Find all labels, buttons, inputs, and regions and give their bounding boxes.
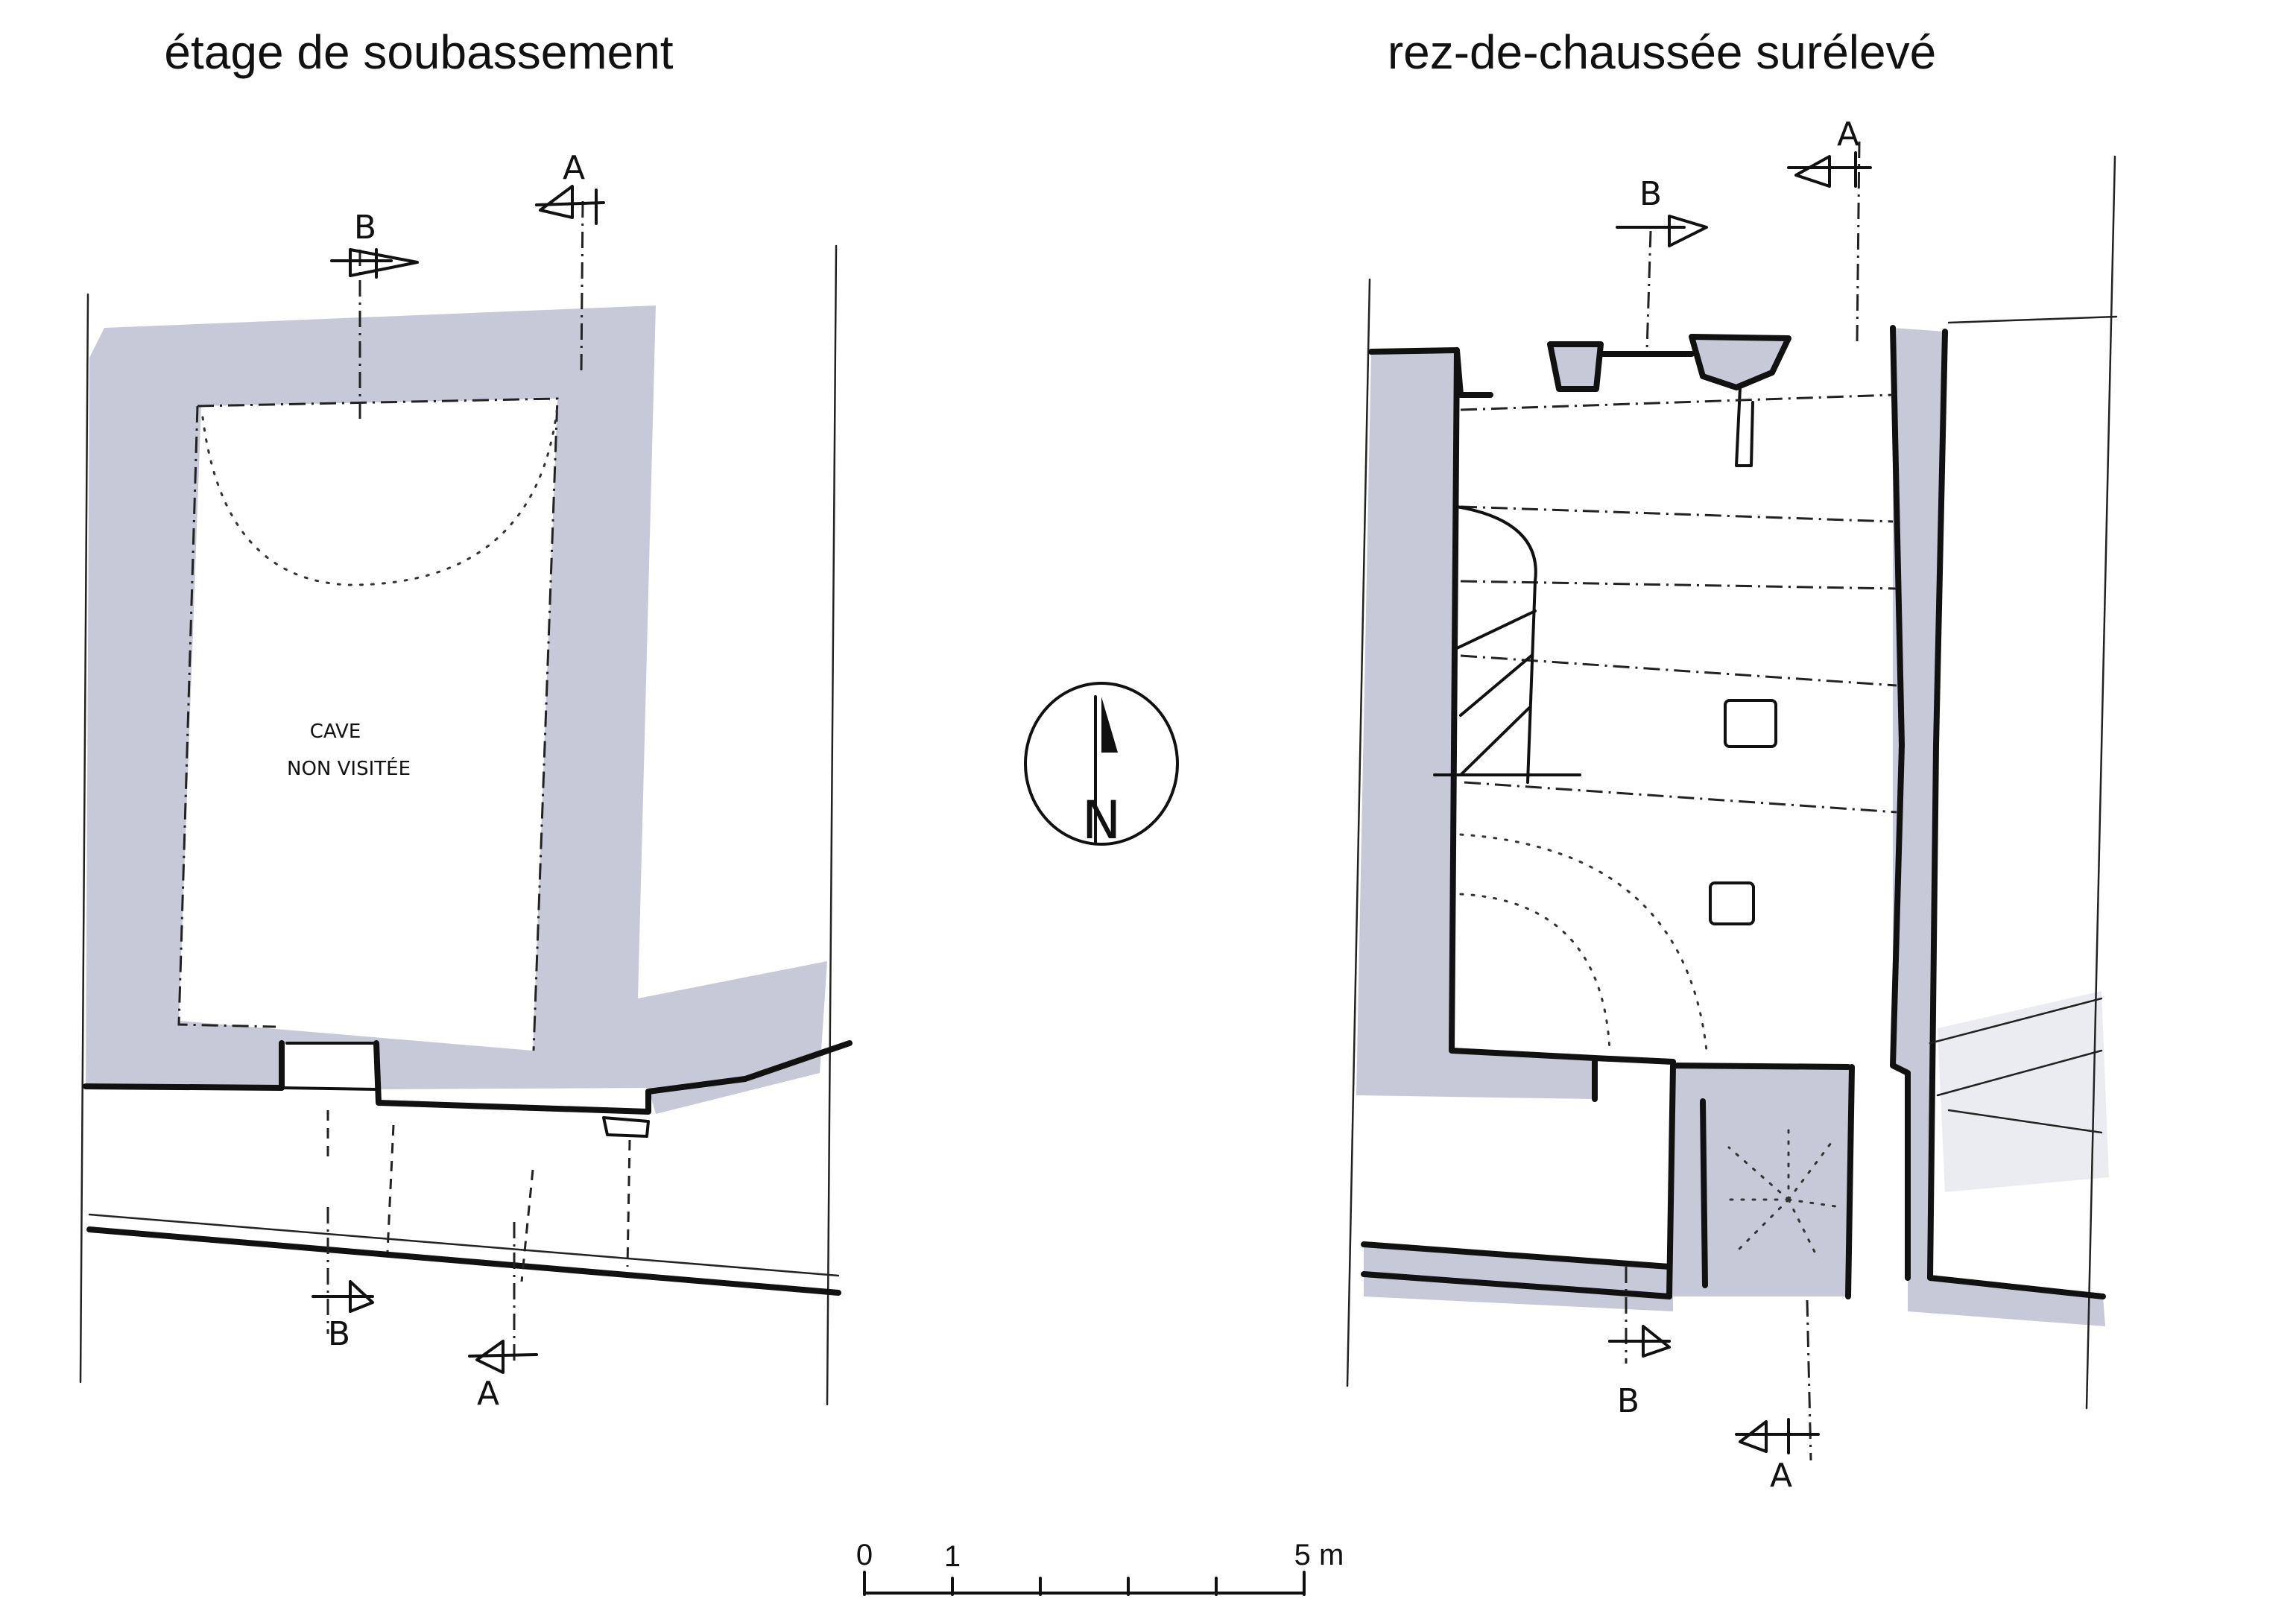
basement-street-edge bbox=[86, 1226, 841, 1296]
basement-wing-wall bbox=[645, 1040, 853, 1095]
gf-section-marker-a-bottom bbox=[1735, 1418, 1820, 1454]
section-label-b-top: B bbox=[354, 209, 376, 247]
plot-boundary-left-2 bbox=[1346, 278, 1371, 1387]
north-arrow-head bbox=[1101, 697, 1118, 753]
ground-floor-north-wall bbox=[1454, 334, 1791, 398]
ground-floor-stair-tower-outline bbox=[1592, 1055, 1855, 1299]
plot-boundary-right bbox=[826, 244, 838, 1406]
ground-floor-inner-east bbox=[1890, 325, 1911, 1281]
gf-section-marker-b-bottom bbox=[1608, 1325, 1671, 1358]
gf-section-label-b-top: B bbox=[1639, 175, 1662, 213]
ground-floor-pillar-1 bbox=[1724, 699, 1777, 748]
annex-outline bbox=[1929, 997, 2103, 1134]
ground-floor-plan: B A B A bbox=[1346, 115, 2118, 1495]
section-label-a-bottom: A bbox=[477, 1375, 499, 1413]
ground-floor-vault-arcs bbox=[1459, 833, 1708, 1052]
tower-spiral-stair bbox=[1720, 1124, 1842, 1261]
ground-floor-chimney bbox=[1735, 386, 1754, 467]
section-axis-a-top bbox=[580, 200, 584, 373]
north-arrow-label: N bbox=[1082, 790, 1121, 851]
ground-floor-pillar-2 bbox=[1709, 881, 1755, 925]
gf-section-label-b-bottom: B bbox=[1617, 1382, 1639, 1420]
plan-title-basement: étage de soubassement bbox=[164, 25, 674, 79]
ground-floor-south-front bbox=[1361, 1241, 1672, 1299]
basement-step bbox=[602, 1116, 650, 1138]
room-label-not-visited: NON VISITÉE bbox=[287, 756, 411, 780]
section-label-b-bottom: B bbox=[328, 1315, 350, 1353]
plan-title-ground-floor: rez-de-chaussée surélevé bbox=[1387, 25, 1937, 79]
gf-section-axis-a-bottom bbox=[1806, 1299, 1812, 1461]
north-arrow: N bbox=[1024, 682, 1179, 851]
vault-arc bbox=[201, 405, 559, 586]
basement-door-opening bbox=[280, 1042, 378, 1091]
ground-floor-west-wall bbox=[1356, 349, 1595, 1099]
ground-floor-annex bbox=[1938, 991, 2109, 1192]
scale-label-one: 1 bbox=[944, 1540, 961, 1573]
scale-label-zero: 0 bbox=[856, 1539, 873, 1571]
gf-section-marker-b-top bbox=[1616, 215, 1708, 247]
ground-floor-stair-tower bbox=[1669, 1066, 1852, 1296]
ground-floor-inner-west bbox=[1449, 347, 1598, 1102]
north-arrow-circle bbox=[1024, 682, 1179, 846]
section-label-a-top: A bbox=[563, 149, 585, 187]
gf-section-axis-b-top bbox=[1645, 230, 1652, 351]
plot-line-north bbox=[1947, 315, 2118, 324]
gf-section-axis-a-top bbox=[1856, 141, 1861, 343]
scale-bar-line bbox=[863, 1571, 1306, 1596]
section-marker-a-top bbox=[535, 185, 605, 225]
ground-floor-outer-west bbox=[1368, 347, 1460, 355]
ground-floor-outer-east bbox=[1927, 329, 2106, 1299]
section-marker-b-bottom bbox=[311, 1280, 374, 1313]
plot-boundary-right-2 bbox=[2085, 155, 2116, 1410]
plot-boundary-left bbox=[79, 293, 89, 1384]
ground-floor-north-piers bbox=[1550, 335, 1789, 389]
basement-projection-lines bbox=[326, 1110, 631, 1282]
ground-floor-stair bbox=[1455, 505, 1537, 784]
scale-label-five-m: 5 m bbox=[1294, 1539, 1344, 1571]
basement-street-line bbox=[88, 1213, 840, 1277]
gf-section-label-a-bottom: A bbox=[1770, 1457, 1792, 1495]
basement-inner-outline bbox=[177, 397, 559, 1051]
section-marker-a-bottom bbox=[468, 1340, 538, 1374]
ground-floor-beam-lines bbox=[1460, 393, 1897, 814]
room-label-cave: CAVE bbox=[310, 721, 361, 743]
basement-walls bbox=[86, 305, 827, 1114]
gf-section-marker-a-top bbox=[1787, 151, 1872, 188]
section-marker-b-top bbox=[330, 248, 419, 279]
basement-plan: B A B A CAVE NON VISITÉE bbox=[79, 149, 853, 1413]
scale-bar: 0 1 5 m bbox=[856, 1539, 1344, 1596]
gf-section-label-a-top: A bbox=[1837, 115, 1859, 153]
